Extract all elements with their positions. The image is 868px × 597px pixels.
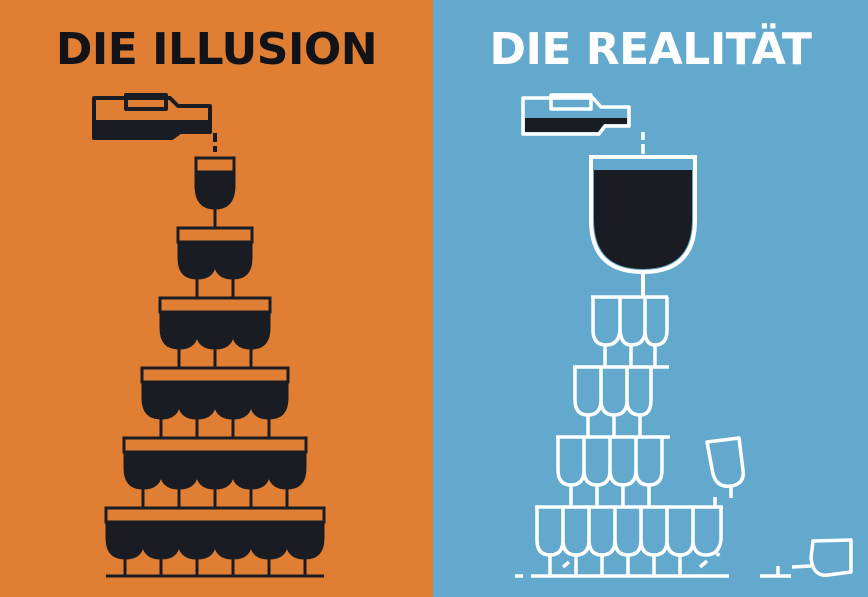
illusion-title: DIE ILLUSION (55, 24, 378, 75)
reality-title: DIE REALITÄT (489, 24, 812, 75)
champagne-tower-full-icon (92, 93, 326, 578)
reality-panel: DIE REALITÄT (433, 0, 868, 597)
illusion-panel: DIE ILLUSION (0, 0, 433, 597)
champagne-tower-empty-icon (515, 93, 853, 578)
